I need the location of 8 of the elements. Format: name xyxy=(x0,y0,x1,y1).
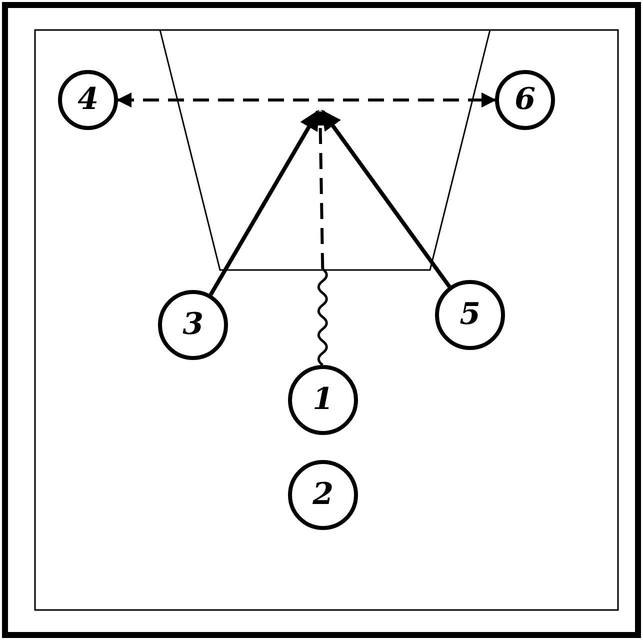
player-number: 4 xyxy=(78,85,98,115)
player-number: 3 xyxy=(182,310,204,340)
player-number: 1 xyxy=(312,385,334,415)
dashed-arrow xyxy=(116,92,496,108)
player-number: 6 xyxy=(514,85,536,115)
player-number: 2 xyxy=(312,480,334,510)
player-number: 5 xyxy=(460,300,480,330)
arrow xyxy=(208,110,320,296)
